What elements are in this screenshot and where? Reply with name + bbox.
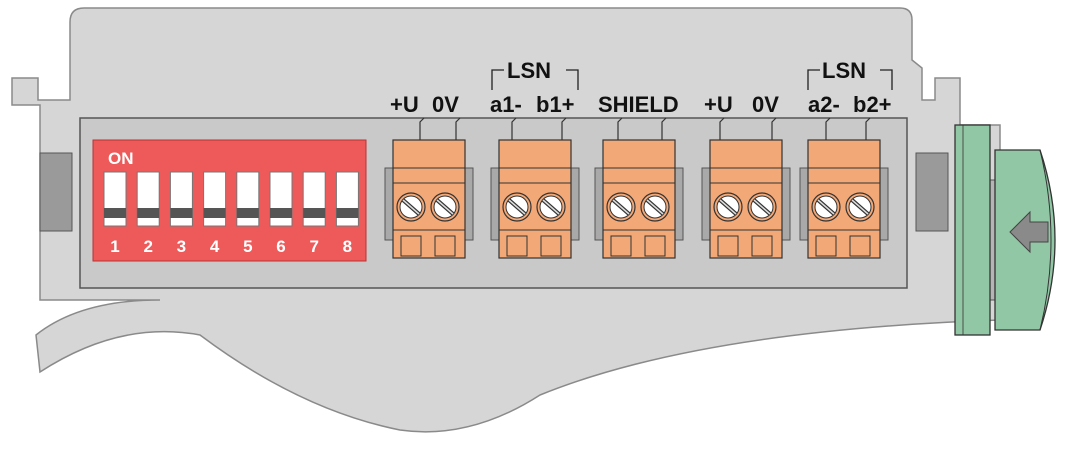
lsn-label-1: LSN bbox=[507, 58, 551, 83]
dip-number-6: 6 bbox=[276, 237, 285, 256]
dip-toggle-3[interactable] bbox=[169, 171, 193, 227]
terminal-block-u-0v-1 bbox=[384, 117, 474, 259]
screw-icon[interactable] bbox=[396, 192, 426, 222]
connector-knob-rim bbox=[1039, 149, 1052, 331]
label-0v2: 0V bbox=[752, 92, 779, 117]
lsn-label-2: LSN bbox=[822, 58, 866, 83]
connector-base bbox=[954, 124, 991, 336]
left-slot bbox=[39, 152, 73, 232]
screw-icon[interactable] bbox=[502, 192, 532, 222]
terminal-block-shield bbox=[594, 117, 684, 259]
screw-icon[interactable] bbox=[811, 192, 841, 222]
screw-icon[interactable] bbox=[845, 192, 875, 222]
dip-number-3: 3 bbox=[177, 237, 186, 256]
dip-on-label: ON bbox=[108, 149, 134, 168]
dip-number-8: 8 bbox=[343, 237, 352, 256]
screw-icon[interactable] bbox=[606, 192, 636, 222]
terminal-blocks bbox=[384, 117, 889, 259]
dip-switch: ON 1 2 3 4 5 6 7 8 bbox=[92, 139, 367, 262]
dip-number-5: 5 bbox=[243, 237, 252, 256]
lsn-group-1 bbox=[491, 69, 579, 90]
screw-icon[interactable] bbox=[536, 192, 566, 222]
bus-connector bbox=[954, 124, 1056, 336]
arrow-left-icon bbox=[1009, 210, 1049, 254]
screw-icon[interactable] bbox=[747, 192, 777, 222]
label-a1: a1- bbox=[490, 92, 522, 117]
dip-number-2: 2 bbox=[143, 237, 152, 256]
terminal-block-u-0v-2 bbox=[701, 117, 791, 259]
dip-number-4: 4 bbox=[210, 237, 220, 256]
label-u1: +U bbox=[390, 92, 419, 117]
screw-icon[interactable] bbox=[713, 192, 743, 222]
label-u2: +U bbox=[704, 92, 733, 117]
dip-toggle-5[interactable] bbox=[236, 171, 260, 227]
dip-toggle-6[interactable] bbox=[269, 171, 293, 227]
terminal-block-a2-b2 bbox=[799, 117, 889, 259]
dip-toggle-8[interactable] bbox=[335, 171, 359, 227]
dip-number-1: 1 bbox=[110, 237, 119, 256]
screw-icon[interactable] bbox=[430, 192, 460, 222]
lsn-group-2 bbox=[807, 69, 893, 90]
label-b2: b2+ bbox=[853, 92, 892, 117]
label-0v1: 0V bbox=[432, 92, 459, 117]
label-a2: a2- bbox=[808, 92, 840, 117]
dip-number-7: 7 bbox=[309, 237, 318, 256]
dip-toggle-2[interactable] bbox=[136, 171, 160, 227]
label-shield: SHIELD bbox=[598, 92, 679, 117]
label-b1: b1+ bbox=[536, 92, 575, 117]
right-slot bbox=[915, 152, 949, 232]
screw-icon[interactable] bbox=[640, 192, 670, 222]
dip-toggle-7[interactable] bbox=[302, 171, 326, 227]
terminal-block-a1-b1 bbox=[490, 117, 580, 259]
dip-toggle-1[interactable] bbox=[103, 171, 127, 227]
dip-toggle-4[interactable] bbox=[203, 171, 227, 227]
